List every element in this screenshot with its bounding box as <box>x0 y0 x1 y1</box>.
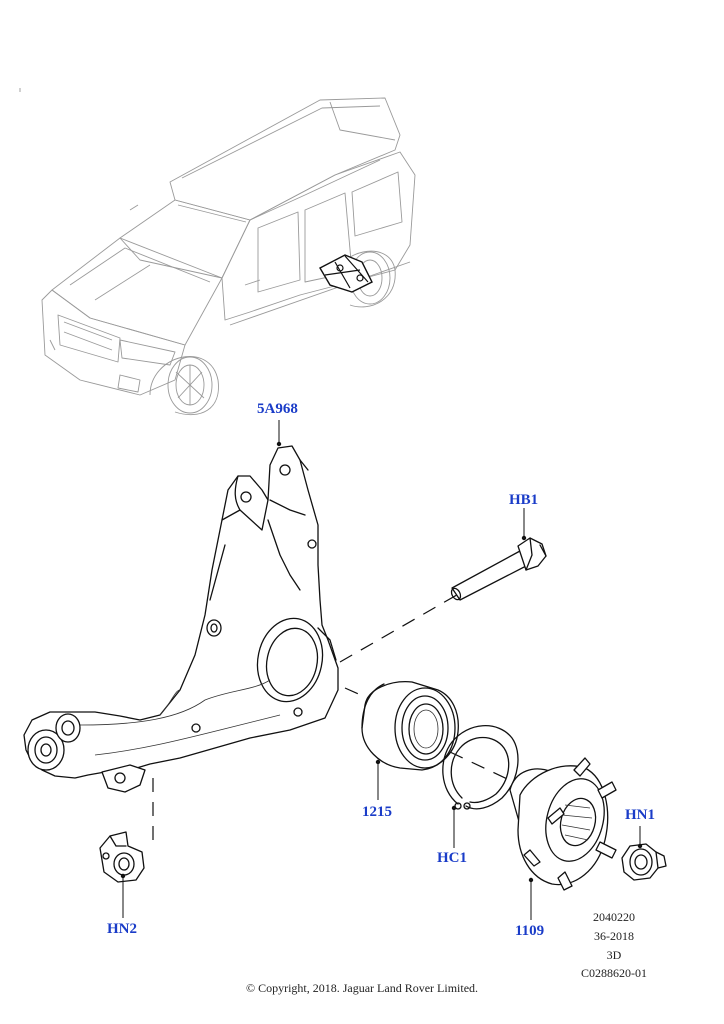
hub-nut-part[interactable] <box>621 843 667 881</box>
assembly-line-bolt <box>339 591 463 663</box>
view-type: 3D <box>606 948 622 962</box>
assembly-line-hub <box>449 751 521 786</box>
lower-nut-part[interactable] <box>99 831 145 883</box>
callout-hn1[interactable]: HN1 <box>625 807 655 823</box>
hub-bolt-part[interactable] <box>450 537 547 601</box>
copyright-notice: © Copyright, 2018. Jaguar Land Rover Lim… <box>245 981 479 995</box>
callout-5a968[interactable]: 5A968 <box>257 401 298 417</box>
wheel-bearing-part[interactable] <box>361 681 459 771</box>
callout-1215[interactable]: 1215 <box>362 804 392 820</box>
wheel-hub-part[interactable] <box>509 757 617 891</box>
drawing-reference: C0288620-01 <box>581 966 647 980</box>
callout-hc1[interactable]: HC1 <box>437 850 467 866</box>
leader-lines <box>120 420 643 920</box>
circlip-part[interactable] <box>442 725 519 810</box>
illustration-number: 2040220 <box>593 910 635 924</box>
vehicle-locator-illustration <box>19 88 416 416</box>
model-year-code: 36-2018 <box>594 929 634 943</box>
callout-1109[interactable]: 1109 <box>515 923 545 939</box>
callout-hn2[interactable]: HN2 <box>107 921 137 937</box>
rear-knuckle-part[interactable] <box>23 445 339 793</box>
callout-hb1[interactable]: HB1 <box>509 492 539 508</box>
